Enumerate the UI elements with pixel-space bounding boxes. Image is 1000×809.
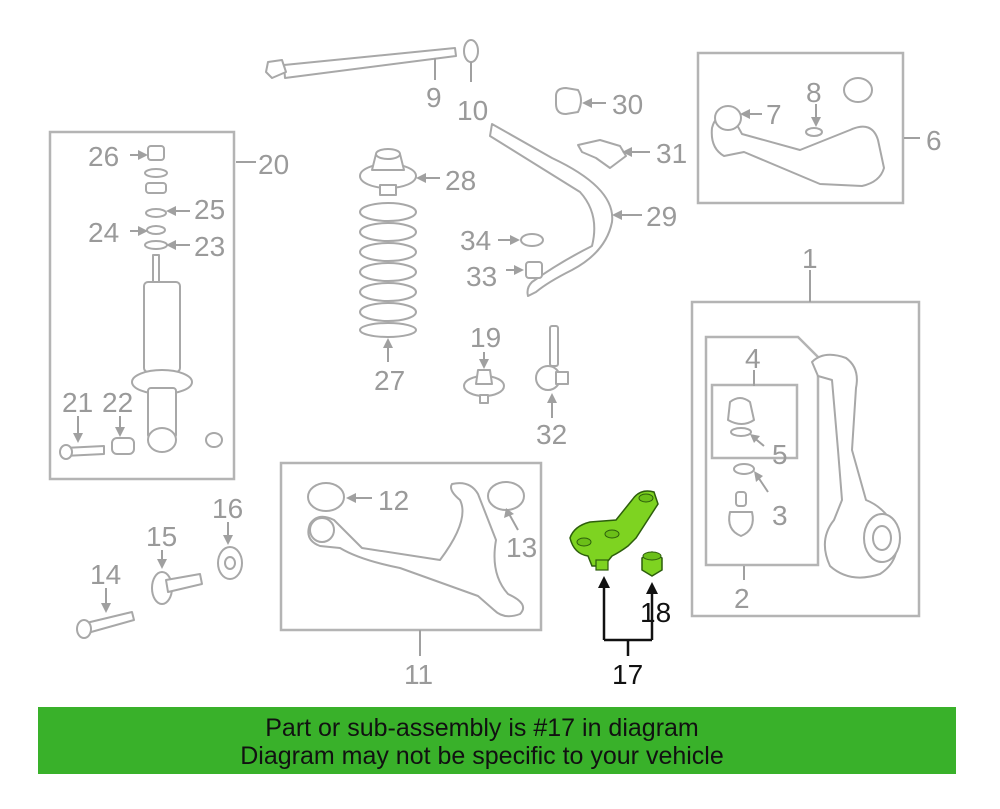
stabilizer-bracket-31 [577,139,650,169]
callout-26: 26 [88,141,119,172]
callout-34: 34 [460,225,491,256]
callout-5: 5 [772,439,788,470]
callout-32: 32 [536,419,567,450]
callout-1: 1 [802,243,818,274]
callout-27: 27 [374,365,405,396]
callout-23: 23 [194,231,225,262]
info-banner: Part or sub-assembly is #17 in diagram D… [38,707,956,774]
lower-ball-joint-17 [569,490,659,571]
banner-line-2: Diagram may not be specific to your vehi… [240,742,724,770]
callout-29: 29 [646,201,677,232]
callout-20: 20 [258,149,289,180]
shock-absorber [131,145,223,453]
callout-33: 33 [466,261,497,292]
ring-3 [733,463,755,475]
callout-28: 28 [445,165,476,196]
knuckle-box [690,300,921,618]
callout-9: 9 [426,82,442,113]
ring-34 [520,233,544,247]
upper-control-arm-box [696,51,905,205]
shock-assembly-box [48,130,236,481]
callout-30: 30 [612,89,643,120]
callout-14: 14 [90,559,121,590]
lower-control-arm-box [279,461,543,632]
cam-bolt-15 [151,550,203,605]
callout-13: 13 [506,532,537,563]
callout-19: 19 [470,322,501,353]
lower-control-arm [307,481,525,656]
callout-24: 24 [88,217,119,248]
cam-plate-16 [217,522,243,580]
callout-18: 18 [640,597,671,628]
bushing-33 [525,261,543,279]
parts-diagram: 9 10 30 31 29 34 33 28 27 19 32 26 20 25… [48,39,942,690]
bolt-14 [76,588,135,639]
washer-10 [463,39,479,63]
callout-15: 15 [146,521,177,552]
stabilizer-bushing-30 [555,87,606,115]
callout-7: 7 [766,99,782,130]
callout-10: 10 [457,95,488,126]
callout-6: 6 [926,125,942,156]
nut-18 [641,551,663,577]
callout-16: 16 [212,493,243,524]
callout-17: 17 [612,659,643,690]
callout-21: 21 [62,387,93,418]
callout-3: 3 [772,500,788,531]
callout-4: 4 [745,343,761,374]
callout-31: 31 [656,138,687,169]
callout-8: 8 [806,77,822,108]
callout-25: 25 [194,194,225,225]
callout-22: 22 [102,387,133,418]
upper-control-arm [710,77,920,187]
bushing-22 [111,416,135,455]
stabilizer-link-32 [535,325,569,418]
strut-rod-bolt [265,47,457,80]
banner-line-1: Part or sub-assembly is #17 in diagram [265,714,699,742]
boot-4 [727,370,755,437]
bump-stop-19 [463,352,505,404]
spring-mount-28 [359,148,440,196]
coil-spring-27 [359,202,417,362]
callout-2: 2 [734,583,750,614]
bolt-21 [59,416,105,460]
callout-12: 12 [378,485,409,516]
callout-11: 11 [404,659,433,690]
ball-joint-subbox [704,335,820,567]
stabilizer-bar [489,123,614,297]
steering-knuckle [811,353,901,579]
ball-joint-knuckle [728,491,754,537]
